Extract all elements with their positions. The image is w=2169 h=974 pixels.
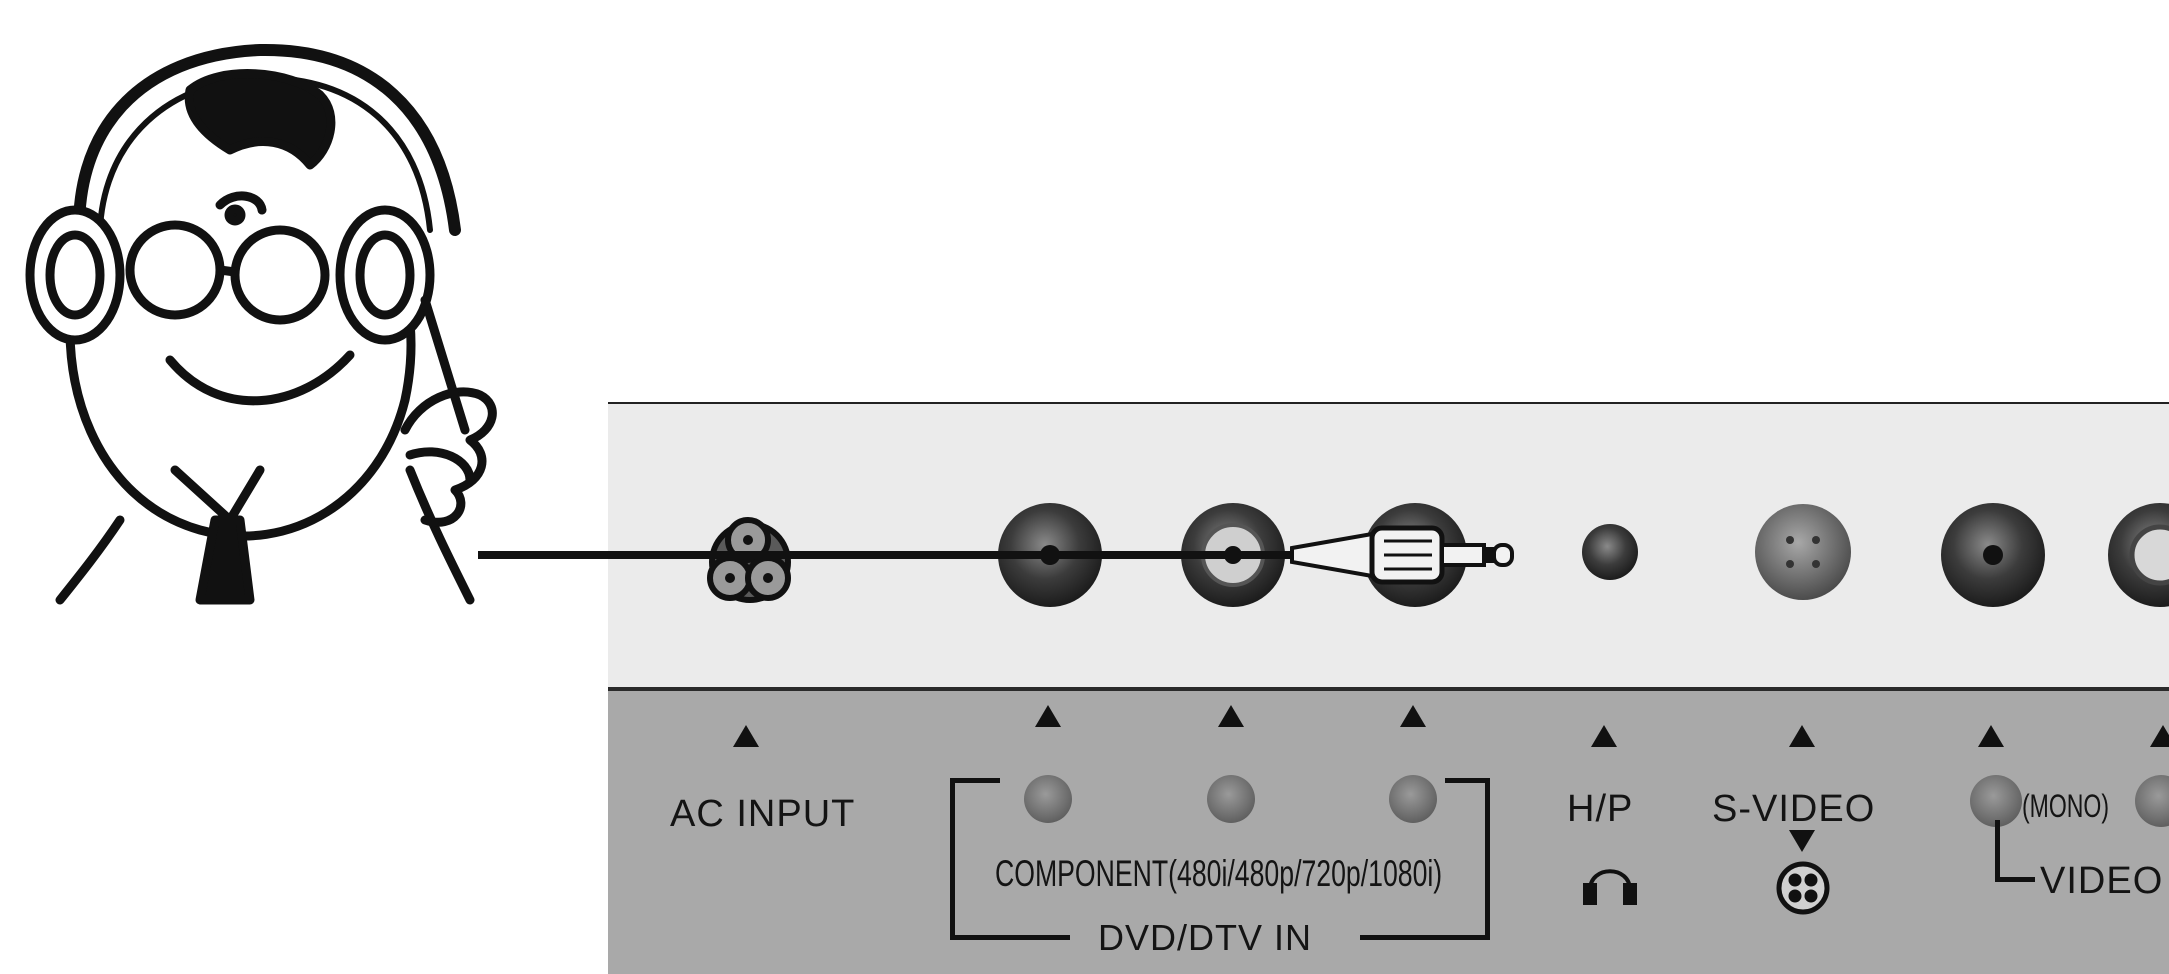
mono-label: (MONO) [2022,788,2110,824]
audio-dot [2135,775,2169,827]
audio-pointer [2150,725,2169,747]
ac-input-pointer [733,725,759,747]
bracket-top-left [950,778,1000,813]
bracket-bottom-left [950,935,1070,940]
hp-label: H/P [1567,788,1634,830]
label-panel [608,687,2169,974]
bracket-bottom-right [1360,935,1490,940]
s-video-jack-icon [1755,504,1851,600]
video-bracket-horizontal [1995,877,2035,882]
bracket-right-side [1485,800,1490,940]
rca-jack-icon [1941,503,2045,607]
rca-jack-icon [2108,503,2169,607]
headphone-jack-icon [1582,524,1638,580]
video-dot [1970,775,2022,827]
headphone-plug-icon [1290,525,1514,585]
s-video-label: S-VIDEO [1712,788,1876,830]
bracket-top-right [1445,778,1490,813]
video-pointer [1978,725,2004,747]
ac-power-socket-icon [707,517,791,603]
ac-input-label: AC INPUT [670,793,856,835]
component-pb-pointer [1218,705,1244,727]
headphone-user-illustration [25,43,497,605]
bracket-left-side [950,800,955,940]
s-video-down-pointer [1789,830,1815,852]
component-label: COMPONENT(480i/480p/720p/1080i) [995,853,1443,894]
component-pr-pointer [1400,705,1426,727]
component-y-pointer [1035,705,1061,727]
component-y-dot [1024,775,1072,823]
video-bracket-vertical [1995,820,2000,882]
component-pr-dot [1389,775,1437,823]
hp-pointer [1591,725,1617,747]
component-pb-dot [1207,775,1255,823]
dvd-dtv-in-label: DVD/DTV IN [1088,920,1323,956]
video-label: VIDEO [2040,860,2164,902]
s-video-pointer [1789,725,1815,747]
